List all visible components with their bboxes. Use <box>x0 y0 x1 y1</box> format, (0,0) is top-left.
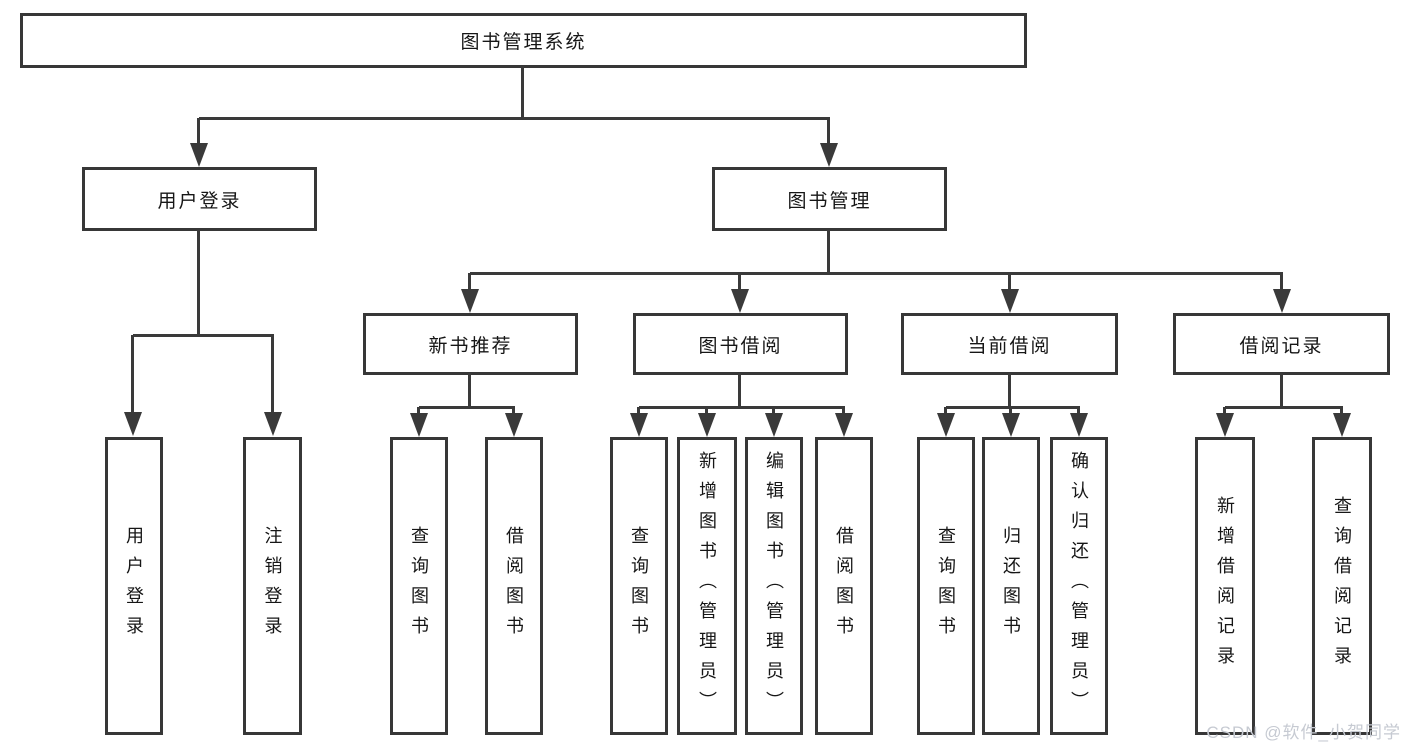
arrow-down-icon <box>1002 407 1020 437</box>
connector-line <box>738 373 741 408</box>
node-root-label: 图书管理系统 <box>460 32 587 53</box>
arrow-down-icon <box>190 118 208 167</box>
arrow-down-icon <box>820 118 838 167</box>
leaf-nb-query-books-label: 查询图书 <box>409 526 429 646</box>
arrow-down-icon <box>264 335 282 436</box>
node-book-borrowing-label: 图书借阅 <box>698 335 783 357</box>
node-root: 图书管理系统 <box>20 13 1027 68</box>
leaf-bb-edit-books-admin-label: 编辑图书（管理员） <box>764 451 784 721</box>
leaf-bb-query-books: 查询图书 <box>610 437 668 735</box>
leaf-logout: 注销登录 <box>243 437 302 735</box>
connector-line <box>639 406 845 409</box>
connector-line <box>1008 373 1011 408</box>
connector-line <box>197 230 200 336</box>
connector-line <box>946 406 1080 409</box>
leaf-bb-add-books-admin: 新增图书（管理员） <box>677 437 737 735</box>
leaf-cb-return-books: 归还图书 <box>982 437 1040 735</box>
leaf-user-login: 用户登录 <box>105 437 163 735</box>
leaf-nb-query-books: 查询图书 <box>390 437 448 735</box>
connector-line <box>1225 406 1343 409</box>
node-user-login: 用户登录 <box>82 167 317 231</box>
node-user-login-label: 用户登录 <box>157 190 242 212</box>
node-current-borrowing: 当前借阅 <box>901 313 1118 375</box>
node-new-book-recommend-label: 新书推荐 <box>428 335 513 357</box>
leaf-nb-borrow-books-label: 借阅图书 <box>504 526 524 646</box>
arrow-down-icon <box>731 273 749 313</box>
arrow-down-icon <box>124 335 142 436</box>
connector-line <box>470 272 1283 275</box>
leaf-bb-edit-books-admin: 编辑图书（管理员） <box>745 437 803 735</box>
node-book-management-label: 图书管理 <box>787 190 872 212</box>
connector-line <box>419 406 515 409</box>
node-book-management: 图书管理 <box>712 167 947 231</box>
arrow-down-icon <box>835 407 853 437</box>
node-current-borrowing-label: 当前借阅 <box>967 335 1052 357</box>
leaf-cb-query-books: 查询图书 <box>917 437 975 735</box>
leaf-logout-label: 注销登录 <box>262 526 283 646</box>
connector-line <box>827 230 830 274</box>
arrow-down-icon <box>937 407 955 437</box>
leaf-cb-confirm-return-admin: 确认归还（管理员） <box>1050 437 1108 735</box>
leaf-rec-add-record-label: 新增借阅记录 <box>1215 496 1235 676</box>
arrow-down-icon <box>630 407 648 437</box>
leaf-rec-query-record: 查询借阅记录 <box>1312 437 1372 735</box>
arrow-down-icon <box>765 407 783 437</box>
leaf-cb-confirm-return-admin-label: 确认归还（管理员） <box>1069 451 1089 721</box>
node-new-book-recommend: 新书推荐 <box>363 313 578 375</box>
arrow-down-icon <box>698 407 716 437</box>
arrow-down-icon <box>1273 273 1291 313</box>
node-borrow-records: 借阅记录 <box>1173 313 1390 375</box>
leaf-nb-borrow-books: 借阅图书 <box>485 437 543 735</box>
leaf-bb-query-books-label: 查询图书 <box>629 526 649 646</box>
node-borrow-records-label: 借阅记录 <box>1239 335 1324 357</box>
leaf-bb-borrow-books: 借阅图书 <box>815 437 873 735</box>
node-book-borrowing: 图书借阅 <box>633 313 848 375</box>
connector-line <box>133 334 274 337</box>
arrow-down-icon <box>410 407 428 437</box>
leaf-bb-add-books-admin-label: 新增图书（管理员） <box>697 451 717 721</box>
leaf-user-login-label: 用户登录 <box>124 526 144 646</box>
leaf-rec-query-record-label: 查询借阅记录 <box>1332 496 1352 676</box>
arrow-down-icon <box>1001 273 1019 313</box>
arrow-down-icon <box>461 273 479 313</box>
connector-line <box>468 373 471 408</box>
connector-line <box>199 117 830 120</box>
arrow-down-icon <box>1333 407 1351 437</box>
connector-line <box>521 66 524 119</box>
csdn-watermark: CSDN @软件_小贺同学 <box>1206 723 1401 742</box>
arrow-down-icon <box>505 407 523 437</box>
leaf-rec-add-record: 新增借阅记录 <box>1195 437 1255 735</box>
connector-line <box>1280 373 1283 408</box>
leaf-cb-return-books-label: 归还图书 <box>1001 526 1021 646</box>
leaf-bb-borrow-books-label: 借阅图书 <box>834 526 854 646</box>
arrow-down-icon <box>1216 407 1234 437</box>
leaf-cb-query-books-label: 查询图书 <box>936 526 956 646</box>
arrow-down-icon <box>1070 407 1088 437</box>
